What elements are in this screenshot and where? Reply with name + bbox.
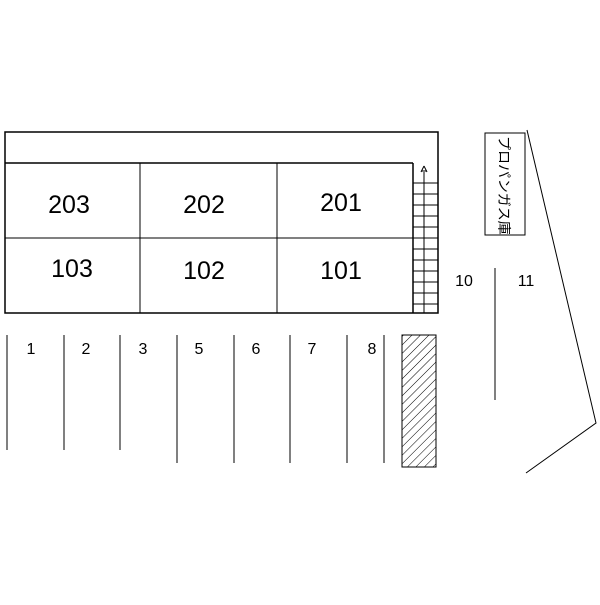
parking-space-label: 1 xyxy=(27,341,36,358)
parking-space-label: 3 xyxy=(139,341,148,358)
unit-label-103: 103 xyxy=(51,255,93,283)
hatched-area xyxy=(401,334,437,468)
parking-space-label: 8 xyxy=(368,341,377,358)
parking-space-label: 7 xyxy=(308,341,317,358)
parking-space-label: 6 xyxy=(252,341,261,358)
stair-up-arrow-icon xyxy=(420,165,428,173)
parking-space-label: 2 xyxy=(82,341,91,358)
unit-label-102: 102 xyxy=(183,257,225,285)
parking-space-label: 10 xyxy=(455,273,473,290)
apartment-building: 203 202 201 103 102 101 xyxy=(4,131,439,314)
propane-storage: プロパンガス庫 xyxy=(484,132,526,236)
site-boundary xyxy=(525,129,597,474)
building-outer-wall xyxy=(4,131,439,314)
parking-space-label: 11 xyxy=(518,273,535,290)
propane-storage-box xyxy=(484,132,526,236)
unit-label-101: 101 xyxy=(320,257,362,285)
propane-storage-label: プロパンガス庫 xyxy=(496,136,512,235)
unit-label-203: 203 xyxy=(48,191,90,219)
parking-space-label: 5 xyxy=(195,341,204,358)
unit-label-201: 201 xyxy=(320,189,362,217)
staircase xyxy=(413,165,438,313)
parking-area: 1 2 3 5 6 7 8 10 11 xyxy=(6,268,535,463)
unit-label-202: 202 xyxy=(183,191,225,219)
